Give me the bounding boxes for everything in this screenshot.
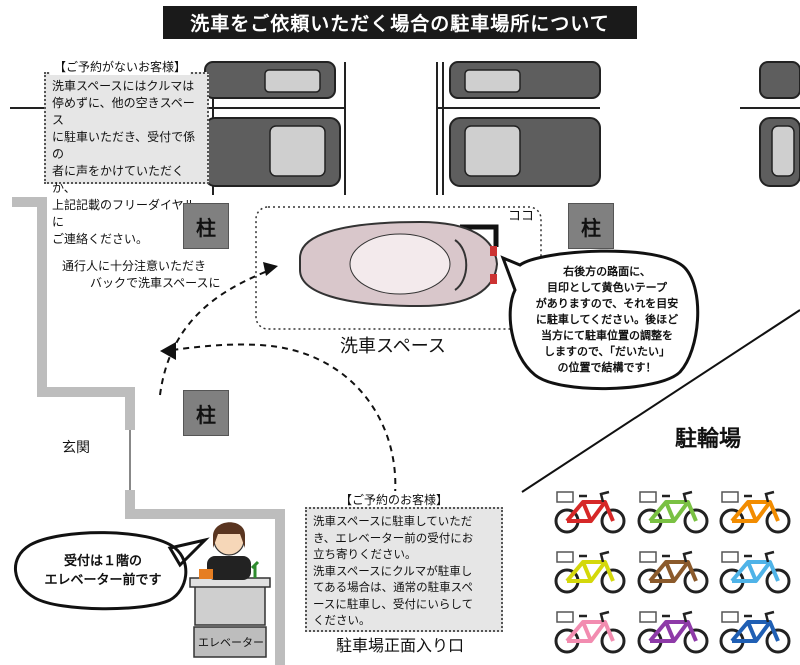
bicycle-parking-label: 駐輪場 (675, 427, 742, 452)
bicycle-icon (554, 490, 626, 534)
bicycle-icon (719, 550, 791, 594)
elevator-box (193, 626, 267, 658)
back-in-line: 通行人に十分注意いただき (62, 259, 207, 273)
tape-bubble-line: の位置で結構です！ (557, 361, 657, 374)
no-reservation-line: 上記記載のフリーダイヤルに (52, 198, 196, 229)
bicycle-icon (554, 610, 626, 654)
tape-bubble-line: 当方にて駐車位置の調整を (541, 329, 673, 342)
reservation-note: 洗車スペースに駐車していただ き、エレベーター前の受付にお 立ち寄りください。 … (305, 507, 503, 632)
page-title: 洗車をご依頼いただく場合の駐車場所について (163, 6, 637, 39)
koko-marker (460, 224, 499, 247)
reception-speech-bubble (13, 531, 210, 611)
bicycle-icon (719, 490, 791, 534)
tape-bubble-line: がありますので、それを目安 (535, 297, 679, 310)
reception-bubble-line: エレベーター前です (44, 573, 162, 588)
reservation-line: 洗車スペースにクルマが駐車し (313, 563, 473, 578)
entrance-label: 玄関 (62, 440, 90, 456)
reservation-line: ースに駐車し、受付にいらして (313, 596, 474, 611)
entrance-arrow (171, 343, 397, 496)
bicycle-area-boundary (521, 309, 800, 493)
elevator-label: エレベーター (198, 636, 264, 649)
receptionist (189, 522, 271, 626)
back-in-arrow (159, 269, 271, 396)
bicycle-icon (719, 610, 791, 654)
bicycle-icon (637, 550, 709, 594)
no-reservation-line: ご連絡ください。 (52, 232, 149, 246)
no-reservation-line: に駐車いただき、受付で係の (52, 130, 196, 161)
tape-bubble-line: に駐車してください。後ほど (535, 313, 679, 326)
no-reservation-line: 洗車スペースにはクルマは (52, 79, 195, 93)
pillar: 柱 (568, 203, 614, 249)
reservation-line: ください。 (313, 613, 371, 627)
bicycle-icon (554, 550, 626, 594)
reception-bubble-text: 受付は１階の エレベーター前です (22, 552, 184, 590)
wash-car (299, 220, 499, 308)
lot-entrance-label: 駐車場正面入り口 (336, 636, 465, 655)
wash-space-label: 洗車スペース (340, 336, 446, 357)
reservation-line: 立ち寄りください。 (313, 547, 417, 561)
bicycle-icon (637, 610, 709, 654)
reception-bubble-line: 受付は１階の (63, 554, 142, 569)
tape-bubble-line: 目印として黄色いテープ (546, 281, 667, 294)
no-reservation-note: 洗車スペースにはクルマは 停めずに、他の空きスペース に駐車いただき、受付で係の… (44, 72, 209, 246)
no-reservation-heading: 【ご予約がないお客様】 (50, 58, 191, 75)
tape-bubble-text: 右後方の路面に、 目印として黄色いテープ がありますので、それを目安 に駐車して… (512, 264, 702, 376)
tape-bubble-line: 右後方の路面に、 (563, 265, 651, 278)
arrowhead (263, 262, 278, 276)
pillar: 柱 (183, 390, 229, 436)
bicycle-icon (637, 490, 709, 534)
no-reservation-line: 停めずに、他の空きスペース (52, 96, 195, 127)
tape-speech-bubble (500, 249, 700, 391)
tape-bubble-line: しますので、「だいたい」 (543, 345, 671, 358)
lower-wall (125, 490, 285, 665)
arrowhead (160, 342, 176, 360)
pillar: 柱 (183, 203, 229, 249)
reservation-line: き、エレベーター前の受付にお (313, 530, 474, 545)
reservation-line: 洗車スペースに駐車していただ (313, 514, 473, 528)
wash-space-area (255, 206, 542, 330)
reservation-line: てある場合は、通常の駐車スペ (313, 580, 473, 594)
no-reservation-line: 者に声をかけていただくか、 (52, 164, 185, 195)
koko-label: ココ (508, 209, 535, 224)
left-wall (12, 197, 135, 430)
back-in-line: バックで洗車スペースに (90, 276, 221, 290)
reservation-heading: 【ご予約のお客様】 (336, 491, 453, 508)
back-in-note: 通行人に十分注意いただき バックで洗車スペースに (62, 258, 221, 292)
